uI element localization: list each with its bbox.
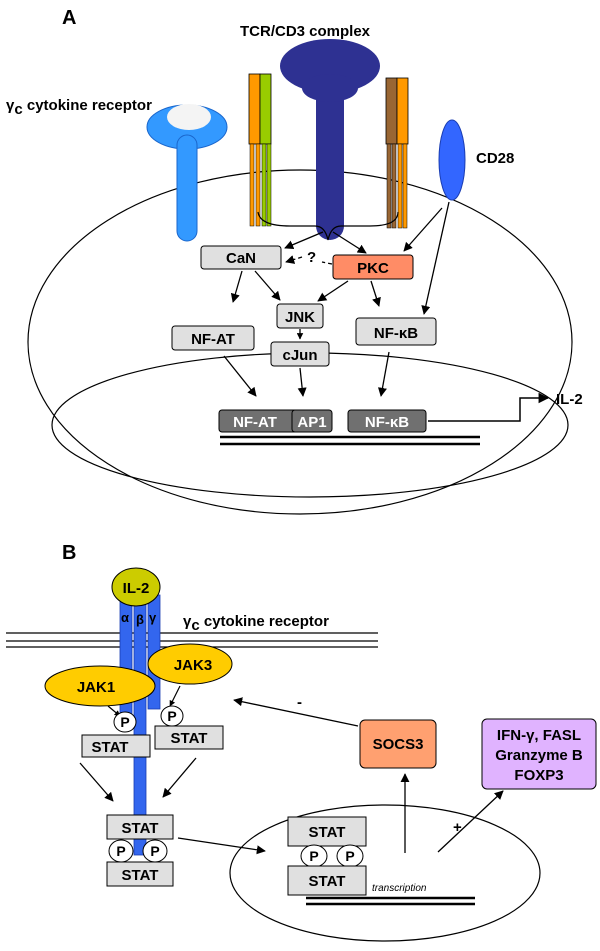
jak1-label: JAK1 [77,679,115,696]
panel-b: B α β γ IL-2 γc cytokine receptor JAK3 J… [6,542,597,942]
gamma-receptor-label-b: γc cytokine receptor [183,613,329,634]
svg-text:AP1: AP1 [297,414,326,431]
stat-receptor-left [81,734,151,758]
jak3 [147,643,233,685]
il2-ligand-label: IL-2 [123,580,150,597]
jnk-box [276,303,324,329]
pkc-box [332,254,414,280]
stat-dimer-cytoplasm: STAT P P STAT [106,814,174,887]
svg-text:P: P [116,843,125,859]
question-mark: ? [307,249,316,266]
cjun-label: cJun [282,347,317,364]
target-genes-box [481,718,597,790]
svg-text:STAT: STAT [92,739,129,756]
cd3-chains-right [385,77,409,229]
beta-label: β [136,612,144,627]
svg-text:NF-AT: NF-AT [233,414,277,431]
tcr-label: TCR/CD3 complex [240,23,371,40]
cell-membrane [27,169,573,515]
svg-text:STAT: STAT [122,820,159,837]
target-gene-2: Granzyme B [495,747,583,764]
svg-text:NF-κB: NF-κB [365,414,409,431]
can-label: CaN [226,250,256,267]
plus-sign: + [453,819,462,836]
jnk-label: JNK [285,309,315,326]
cd28-receptor [438,119,466,201]
panel-a: A TCR/CD3 complex [6,7,583,515]
can-box [200,245,282,270]
promoter-region: NF-AT AP1 NF-κB [218,392,550,446]
nfkb-box [355,317,437,346]
svg-text:P: P [309,848,318,864]
phospho-left [113,711,137,733]
svg-text:STAT: STAT [309,873,346,890]
panel-b-letter: B [62,542,76,564]
promoter-nfkb [347,409,427,433]
alpha-label: α [121,610,129,625]
target-gene-3: FOXP3 [514,767,563,784]
panel-a-letter: A [62,7,76,29]
phospho-right [160,705,184,727]
tcr-complex [280,39,380,240]
nucleus-b [229,804,541,942]
minus-sign: - [297,694,302,711]
pkc-label: PKC [357,260,389,277]
il2-output-label: IL-2 [556,391,583,408]
socs3-box [359,719,437,769]
promoter-ap1 [291,409,333,433]
tcr-head [280,39,380,93]
jak3-label: JAK3 [174,657,212,674]
svg-text:P: P [345,848,354,864]
target-gene-1: IFN-γ, FASL [497,727,581,744]
cd3-chains-left [248,73,272,227]
stat-dimer-nucleus: STAT P P STAT [287,816,367,896]
jak1 [44,665,156,707]
gamma-label: γ [149,610,157,625]
tcr-brace [257,211,399,241]
nfat-box [171,325,255,351]
transcription-label: transcription [372,883,427,894]
arrows-a [223,201,450,397]
gamma-receptor-a [146,104,228,242]
il2-ligand [111,567,161,607]
nfat-label: NF-AT [191,331,235,348]
svg-text:STAT: STAT [171,730,208,747]
svg-text:P: P [167,708,176,724]
svg-text:STAT: STAT [122,867,159,884]
cjun-box [270,341,330,367]
stat-receptor-right [154,725,224,750]
nfkb-label: NF-κB [374,325,418,342]
tcr-stalk [316,80,344,240]
svg-text:P: P [150,843,159,859]
gamma-receptor-label-a: γc cytokine receptor [6,97,152,118]
svg-text:P: P [120,714,129,730]
cd28-label: CD28 [476,150,514,167]
socs3-label: SOCS3 [373,736,424,753]
svg-text:STAT: STAT [309,824,346,841]
